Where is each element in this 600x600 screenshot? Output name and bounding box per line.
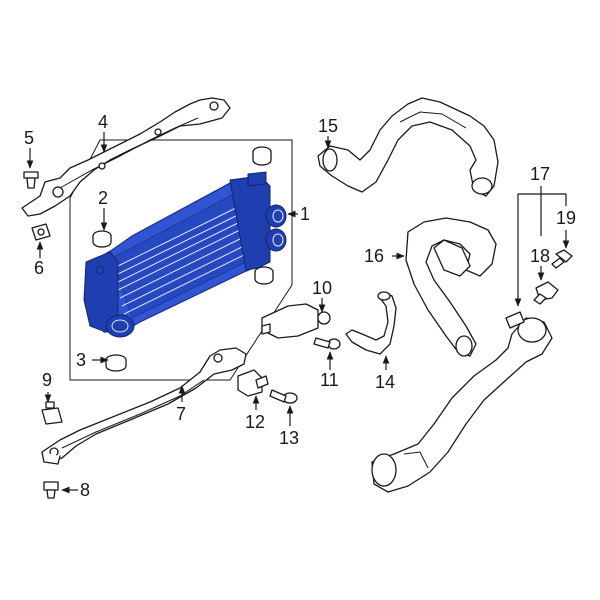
sensor-10 bbox=[261, 303, 331, 339]
intercooler-core bbox=[83, 171, 287, 338]
sensor-12 bbox=[237, 369, 269, 397]
clip-9 bbox=[41, 401, 63, 425]
bolt-5 bbox=[23, 171, 39, 189]
callout-6: 6 bbox=[34, 258, 44, 278]
callout-15: 15 bbox=[318, 116, 338, 136]
callout-19: 19 bbox=[556, 208, 576, 228]
callout-2: 2 bbox=[98, 188, 108, 208]
callout-16: 16 bbox=[364, 246, 384, 266]
bushing-2 bbox=[92, 230, 112, 248]
callout-18: 18 bbox=[530, 246, 550, 266]
callout-7: 7 bbox=[176, 404, 186, 424]
callout-labels: 1 2 3 4 5 6 7 8 9 10 11 12 13 14 15 16 1… bbox=[24, 112, 576, 500]
callout-9: 9 bbox=[42, 370, 52, 390]
callout-8: 8 bbox=[80, 480, 90, 500]
callout-5: 5 bbox=[24, 128, 34, 148]
callout-10: 10 bbox=[312, 278, 332, 298]
bolt-8 bbox=[43, 481, 59, 499]
lower-bracket bbox=[41, 347, 247, 465]
callout-17: 17 bbox=[530, 164, 550, 184]
tube-14 bbox=[345, 291, 397, 355]
callout-1: 1 bbox=[300, 204, 310, 224]
leader-lines bbox=[26, 132, 570, 494]
callout-13: 13 bbox=[279, 428, 299, 448]
callout-3: 3 bbox=[76, 350, 86, 370]
callout-11: 11 bbox=[320, 370, 339, 390]
upper-bracket bbox=[21, 97, 231, 217]
pipe-17 bbox=[371, 311, 553, 493]
hose-16 bbox=[405, 217, 497, 357]
bracket-18 bbox=[533, 281, 559, 305]
bolt-11 bbox=[313, 337, 341, 350]
clip-nut-6 bbox=[31, 223, 51, 241]
callout-4: 4 bbox=[98, 112, 108, 132]
duct-15 bbox=[317, 97, 499, 197]
bolt-13 bbox=[269, 389, 298, 404]
intercooler-group-outline bbox=[69, 139, 293, 381]
bushing-upper-right bbox=[252, 146, 272, 166]
callout-14: 14 bbox=[375, 372, 395, 392]
callout-12: 12 bbox=[245, 412, 265, 432]
bushing-3 bbox=[105, 354, 127, 372]
bolt-19 bbox=[551, 249, 573, 269]
bushing-lower-right bbox=[254, 266, 274, 285]
